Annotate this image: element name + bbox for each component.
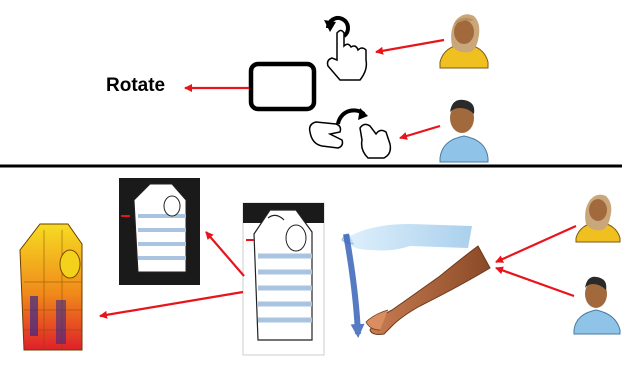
female-user-icon xyxy=(439,14,489,69)
arm-swing-gesture-icon xyxy=(341,224,491,338)
arrow-model-to-small-model xyxy=(205,231,245,277)
female-user-icon-bottom xyxy=(575,194,621,243)
tablet-icon xyxy=(248,61,317,112)
arrow-male-to-arm xyxy=(495,266,575,298)
male-user-icon-bottom xyxy=(573,276,621,335)
building-model-icon-small xyxy=(119,178,200,285)
male-user-icon xyxy=(439,99,489,163)
thermal-building-model-icon xyxy=(4,218,98,368)
building-model-icon xyxy=(242,202,325,356)
rotate-label: Rotate xyxy=(106,75,166,96)
two-finger-rotate-gesture-icon xyxy=(308,108,392,159)
arrow-female-to-one-finger xyxy=(375,38,445,55)
arrow-female-to-arm xyxy=(495,224,577,264)
one-finger-rotate-gesture-icon xyxy=(324,16,368,81)
arrow-model-to-thermal-model xyxy=(99,290,244,319)
arrow-male-to-two-finger xyxy=(399,124,441,140)
